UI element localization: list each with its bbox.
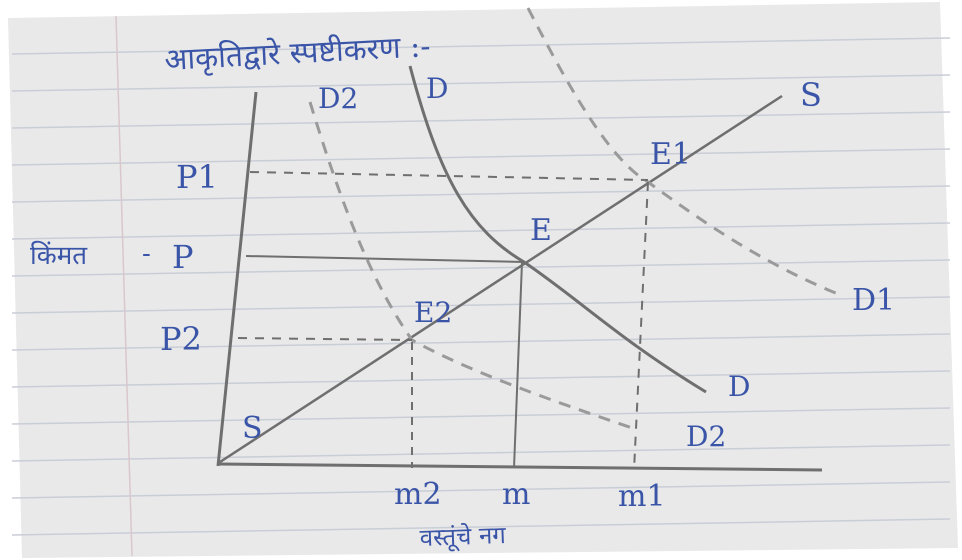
m1-guide-line [633, 181, 649, 471]
ruled-line [11, 407, 951, 425]
p-guide-line [245, 255, 525, 263]
ruled-line [11, 148, 951, 166]
paper-background [8, 2, 958, 558]
price-label-p: P [172, 238, 194, 276]
ruled-line [11, 333, 951, 351]
ruled-line [11, 222, 951, 240]
ruled-line [11, 481, 951, 499]
ruled-line [11, 185, 951, 203]
supply-curve [219, 94, 783, 464]
demand-label-bottom: D [728, 370, 750, 403]
point-label-e2: E2 [414, 296, 452, 329]
m-guide-line [513, 261, 523, 469]
d2-label-right: D2 [686, 420, 726, 453]
price-label-p2: P2 [160, 320, 202, 358]
axes [216, 91, 823, 472]
y-axis-label: किंमत [30, 240, 88, 271]
ruled-lines [11, 15, 951, 557]
quantity-label-m: m [502, 477, 530, 512]
ruled-line [11, 444, 951, 462]
x-axis-label: वस्तूंचे नग [419, 521, 507, 553]
y-axis-dash: - [142, 239, 151, 269]
ruled-line [11, 37, 951, 55]
ruled-line [11, 296, 951, 314]
point-label-e1: E1 [650, 137, 691, 172]
quantity-label-m2: m2 [394, 477, 442, 512]
ruled-line [11, 74, 951, 92]
supply-label-bottom: S [242, 411, 263, 446]
x-axis [217, 462, 823, 472]
margin-line [115, 15, 133, 557]
price-label-p1: P1 [176, 158, 218, 196]
y-axis [216, 91, 258, 467]
supply-label-top: S [800, 76, 822, 114]
ruled-line [11, 370, 951, 388]
ruled-line [11, 518, 951, 536]
ruled-line [11, 111, 951, 129]
demand-label-top: D [426, 72, 448, 105]
guide-lines [237, 171, 649, 471]
d1-label: D1 [852, 283, 895, 318]
ruled-line [11, 259, 951, 277]
p2-guide-line [237, 337, 413, 341]
point-label-e: E [530, 213, 552, 248]
quantity-label-m1: m1 [618, 479, 666, 514]
p1-guide-line [249, 171, 649, 181]
d2-label-top: D2 [318, 82, 358, 115]
